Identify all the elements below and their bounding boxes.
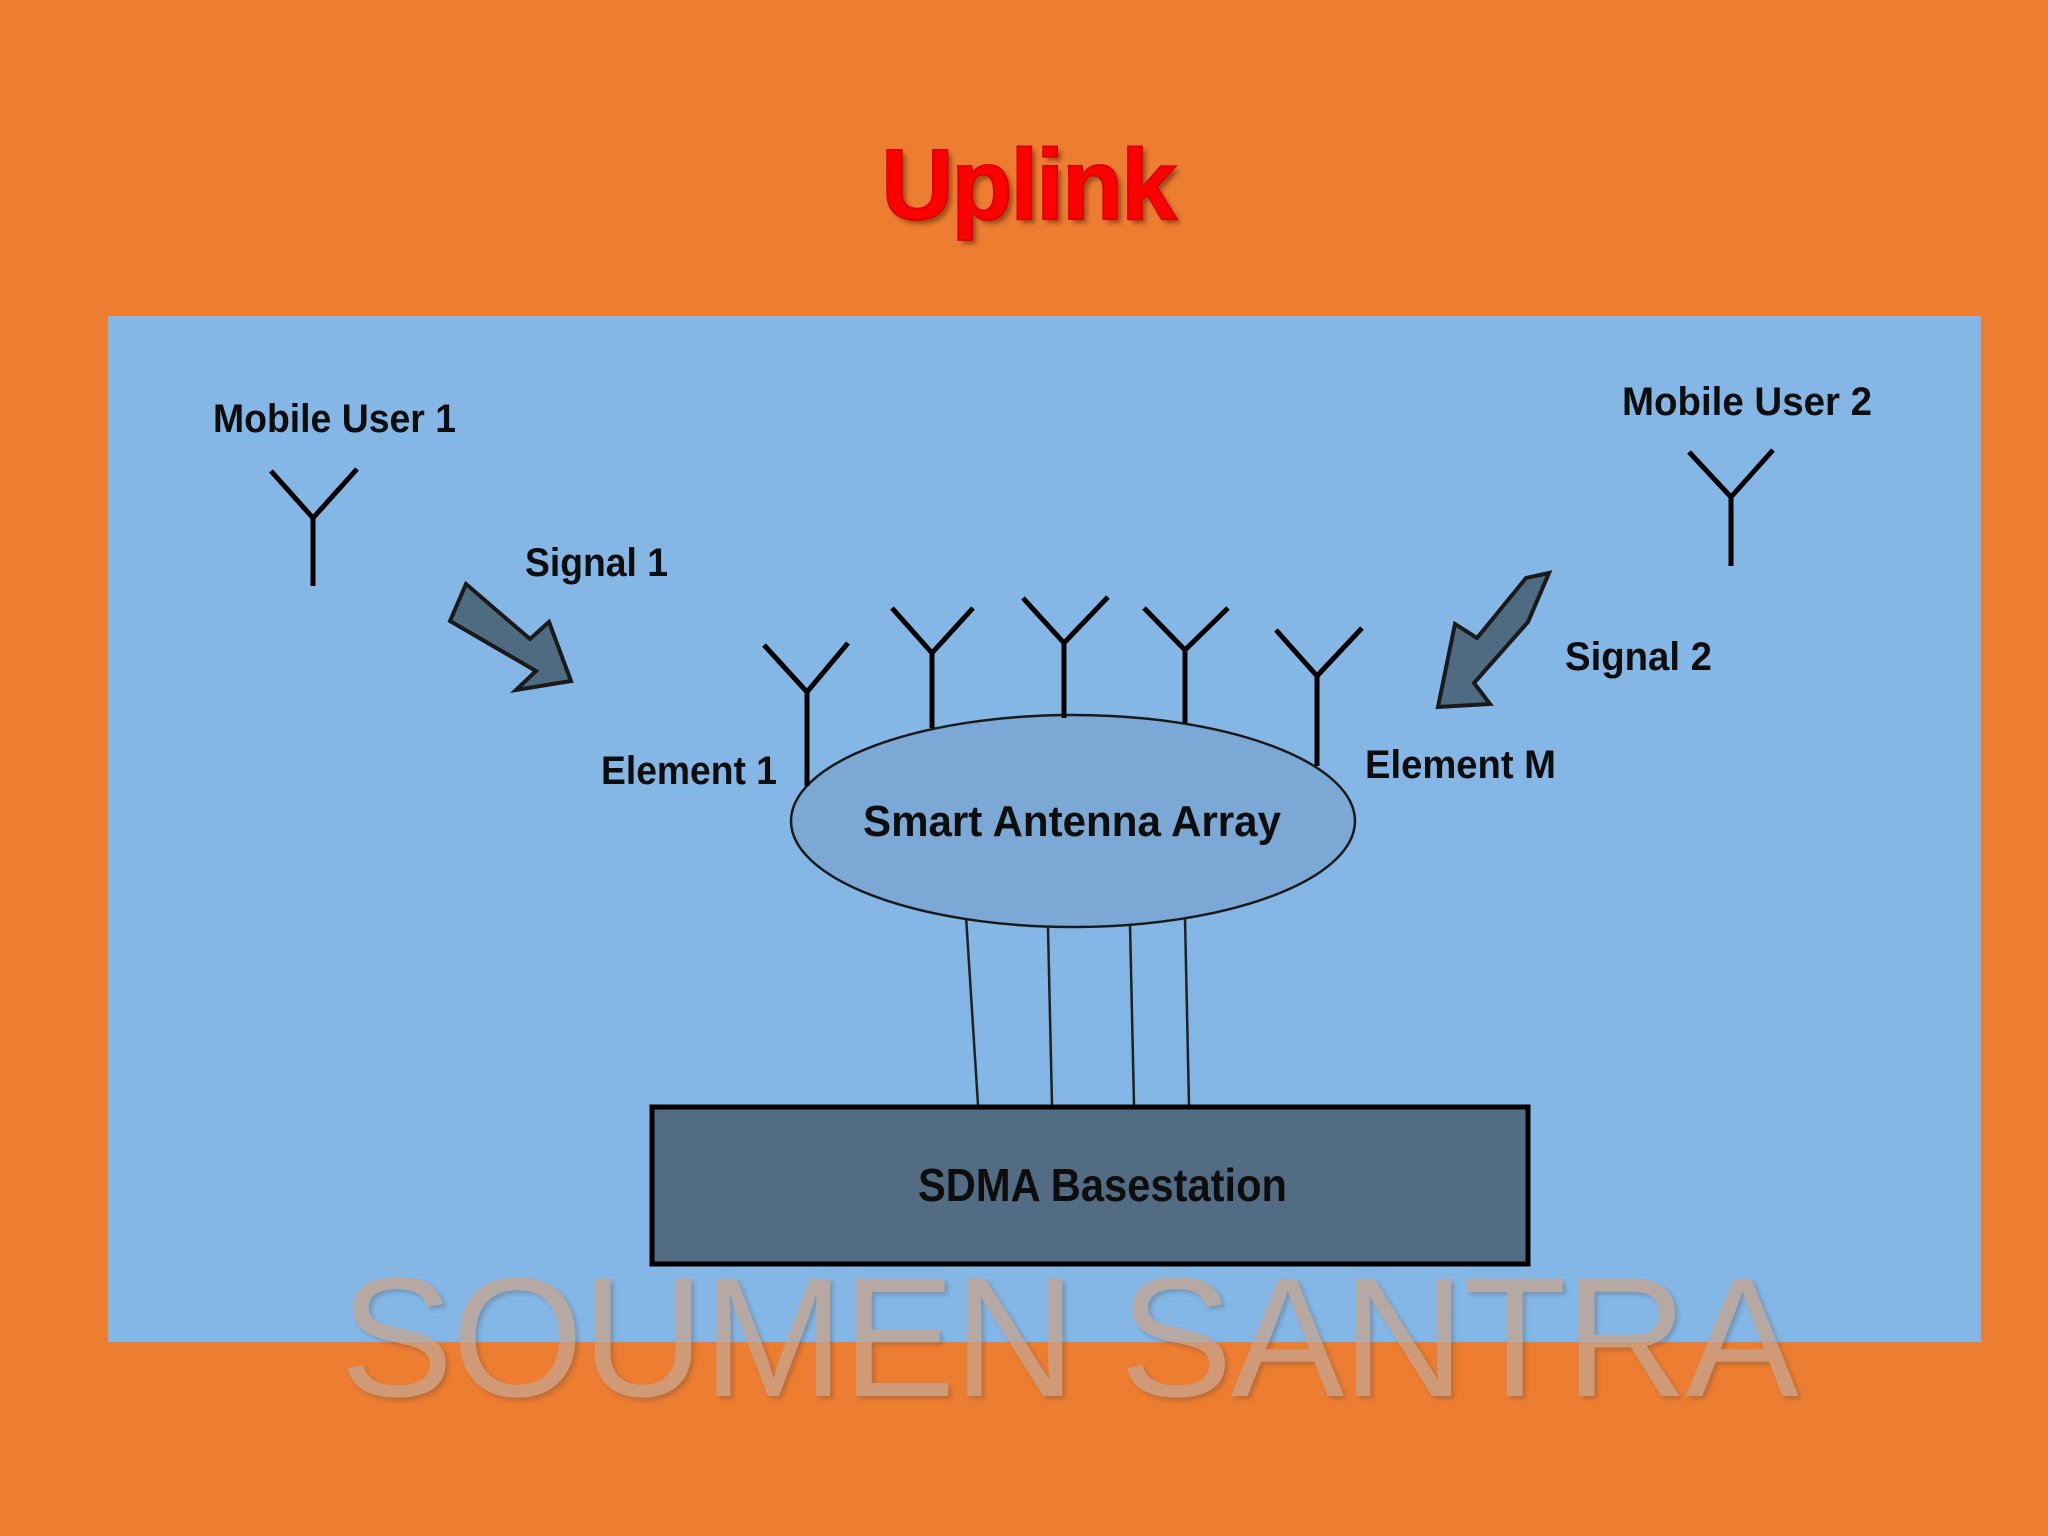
array-element-4-icon	[1142, 606, 1230, 723]
array-element-2-icon	[890, 606, 975, 728]
mobile-user-1-label: Mobile User 1	[213, 397, 456, 441]
signal-2-arrow-icon	[1435, 570, 1553, 710]
array-antenna-elements	[762, 595, 1364, 786]
sdma-basestation-box	[649, 1104, 1531, 1267]
signal-2-label: Signal 2	[1565, 635, 1712, 679]
mobile-user-2-antenna-icon	[1687, 448, 1775, 566]
element-1-label: Element 1	[601, 749, 777, 793]
signal-1-label: Signal 1	[525, 541, 668, 585]
slide-title: Uplink	[880, 128, 1178, 242]
array-basestation-links	[964, 915, 1191, 1106]
array-element-1-icon	[762, 641, 850, 786]
mobile-user-1-antenna-icon	[269, 467, 359, 586]
smart-antenna-array-ellipse	[789, 713, 1357, 929]
sdma-basestation-label: SDMA Basestation	[918, 1159, 1287, 1211]
array-element-m-icon	[1274, 626, 1364, 766]
element-m-label: Element M	[1365, 743, 1556, 787]
watermark-text: SOUMEN SANTRA	[340, 1243, 1799, 1433]
smart-antenna-array-label: Smart Antenna Array	[863, 797, 1281, 846]
mobile-user-2-label: Mobile User 2	[1622, 380, 1872, 424]
array-element-3-icon	[1021, 595, 1110, 718]
signal-1-arrow-icon	[447, 580, 574, 694]
